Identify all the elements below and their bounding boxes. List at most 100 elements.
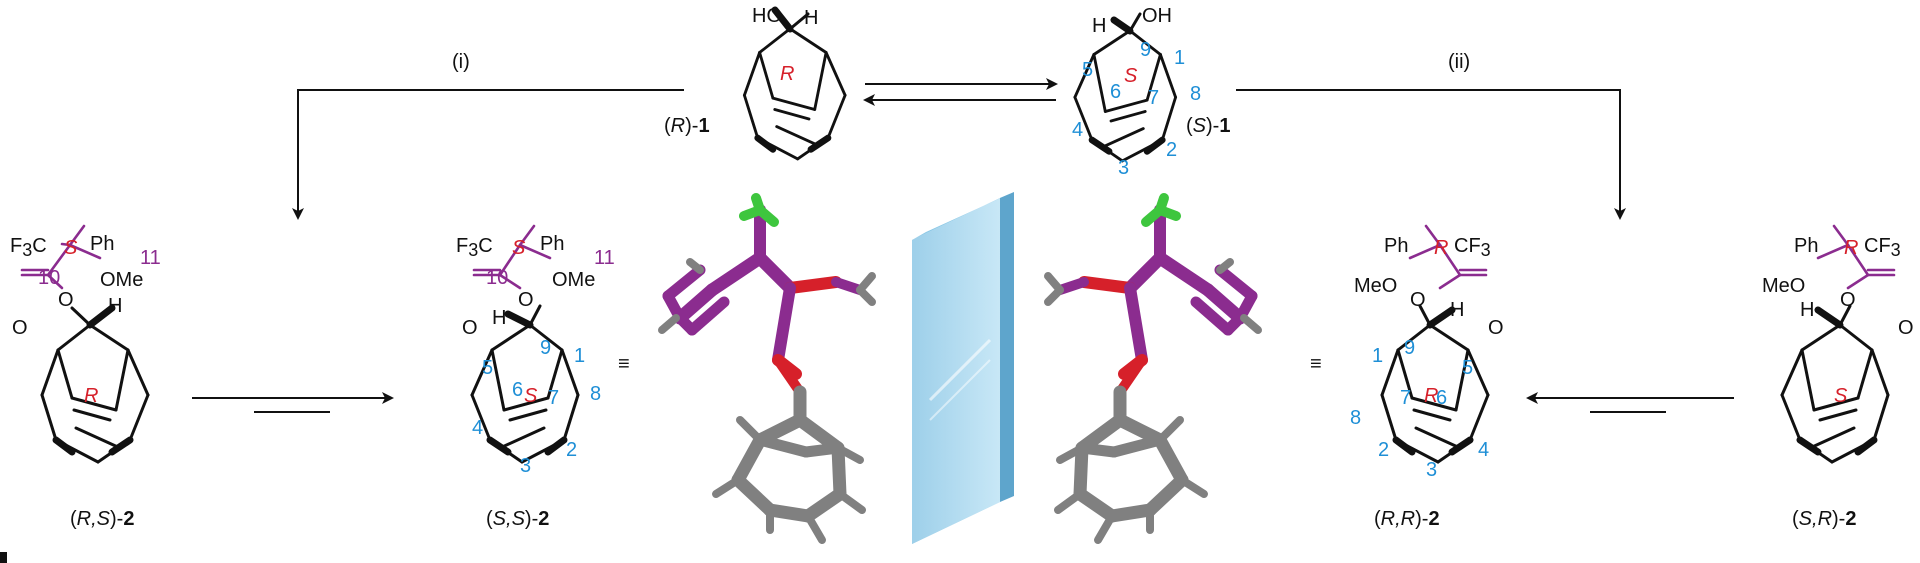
model-bond (1240, 314, 1262, 334)
model-bond (731, 473, 777, 517)
svg-text:1: 1 (574, 345, 585, 367)
svg-text:5: 5 (482, 357, 493, 379)
svg-text:1: 1 (1372, 345, 1383, 367)
compound-label: (S,R)-2 (1792, 508, 1856, 530)
atom-numbering: 9 1 5 6 7 8 4 2 3 (1072, 39, 1201, 179)
atom-h: H (1092, 15, 1106, 37)
svg-text:R: R (1434, 237, 1448, 259)
stereo-center-label: S (1124, 65, 1138, 87)
model-bond (1216, 258, 1234, 274)
svg-text:2: 2 (1378, 439, 1389, 461)
3d-model-left (658, 193, 876, 544)
compound-label: (R,S)-2 (70, 508, 134, 530)
svg-text:OMe: OMe (100, 269, 143, 291)
mirror-plane (912, 192, 1014, 544)
model-bond (1234, 290, 1258, 324)
model-bond (753, 251, 797, 295)
model-bond (662, 264, 706, 302)
svg-text:OMe: OMe (552, 269, 595, 291)
model-bond (673, 283, 719, 325)
equilibrium-arrows-right (1526, 392, 1734, 413)
model-bond (763, 503, 815, 523)
svg-text:4: 4 (1478, 439, 1489, 461)
model-bond (804, 512, 826, 544)
stereo-center-label: R (780, 63, 794, 85)
model-bond (834, 444, 864, 464)
model-bond (800, 442, 844, 458)
svg-text:H: H (1800, 299, 1814, 321)
equivalence-sign-right: ≡ (1310, 353, 1322, 375)
model-bond (1054, 490, 1084, 514)
compound-R-R-2: H O O CF3 Ph MeO R R 9 1 5 7 6 8 4 2 3 (… (1350, 224, 1504, 530)
compound-S-S-2: H O O F3C Ph OMe 11 10 S S 9 1 5 6 7 8 4… (456, 224, 615, 530)
model-bond (1124, 282, 1148, 366)
svg-text:H: H (492, 307, 506, 329)
model-bond (1055, 277, 1089, 295)
atom-ho: HO (752, 5, 782, 27)
panel-edge-mark (0, 552, 7, 563)
model-bond (662, 290, 686, 324)
model-bond (1201, 283, 1247, 325)
model-bond (1105, 503, 1157, 523)
svg-text:O: O (58, 289, 74, 311)
svg-text:CF3: CF3 (1864, 235, 1901, 260)
svg-text:F3C: F3C (456, 235, 493, 260)
equivalence-sign-left: ≡ (618, 353, 630, 375)
model-bond (754, 434, 812, 458)
compound-R-1: HO H R (R)-1 (664, 5, 845, 159)
model-bond (772, 282, 796, 366)
svg-text:6: 6 (1436, 387, 1447, 409)
model-bond (1044, 286, 1064, 306)
svg-text:S: S (524, 385, 538, 407)
svg-text:O: O (462, 317, 478, 339)
svg-text:4: 4 (472, 417, 483, 439)
svg-text:S: S (512, 237, 526, 259)
svg-text:5: 5 (1082, 59, 1093, 81)
model-bond (705, 251, 767, 297)
model-bond (784, 276, 842, 294)
model-bond (1153, 433, 1189, 487)
svg-text:R: R (84, 385, 98, 407)
svg-text:O: O (518, 289, 534, 311)
svg-text:H: H (1450, 299, 1464, 321)
step-label-i: (i) (452, 51, 470, 73)
compound-label: (R,R)-2 (1374, 508, 1440, 530)
model-bond (1155, 193, 1169, 215)
svg-text:2: 2 (566, 439, 577, 461)
compound-label: (S)-1 (1186, 115, 1230, 137)
compound-S-1: H OH S 9 1 5 6 7 8 4 2 3 (S)-1 (1072, 5, 1230, 179)
svg-text:F3C: F3C (10, 235, 47, 260)
atom-numbering: 9 1 5 7 6 8 4 2 3 (1350, 337, 1489, 481)
compound-label: (S,S)-2 (486, 508, 549, 530)
svg-text:11: 11 (140, 247, 161, 269)
model-bond (1178, 476, 1208, 498)
svg-text:MeO: MeO (1354, 275, 1397, 297)
svg-text:8: 8 (590, 383, 601, 405)
step-label-ii: (ii) (1448, 51, 1470, 73)
svg-text:H: H (108, 295, 122, 317)
svg-text:7: 7 (1400, 387, 1411, 409)
model-bond (1143, 473, 1189, 517)
model-bond (1123, 251, 1167, 295)
compound-label: (R)-1 (664, 115, 710, 137)
svg-text:4: 4 (1072, 119, 1083, 141)
svg-text:R: R (1424, 385, 1438, 407)
svg-text:7: 7 (548, 387, 559, 409)
svg-text:O: O (1898, 317, 1914, 339)
model-bond (731, 433, 767, 487)
atom-numbering: 9 1 5 6 7 8 4 2 3 (472, 337, 601, 477)
svg-text:3: 3 (520, 455, 531, 477)
svg-text:S: S (64, 237, 78, 259)
svg-text:MeO: MeO (1762, 275, 1805, 297)
svg-text:Ph: Ph (1384, 235, 1408, 257)
atom-oh: OH (1142, 5, 1172, 27)
equilibrium-arrows-top (863, 78, 1058, 106)
svg-text:Ph: Ph (1794, 235, 1818, 257)
model-bond (1190, 296, 1234, 336)
svg-text:Ph: Ph (90, 233, 114, 255)
svg-text:O: O (1410, 289, 1426, 311)
model-bond (1156, 416, 1184, 444)
model-bond (1214, 264, 1258, 302)
svg-text:3: 3 (1426, 459, 1437, 481)
